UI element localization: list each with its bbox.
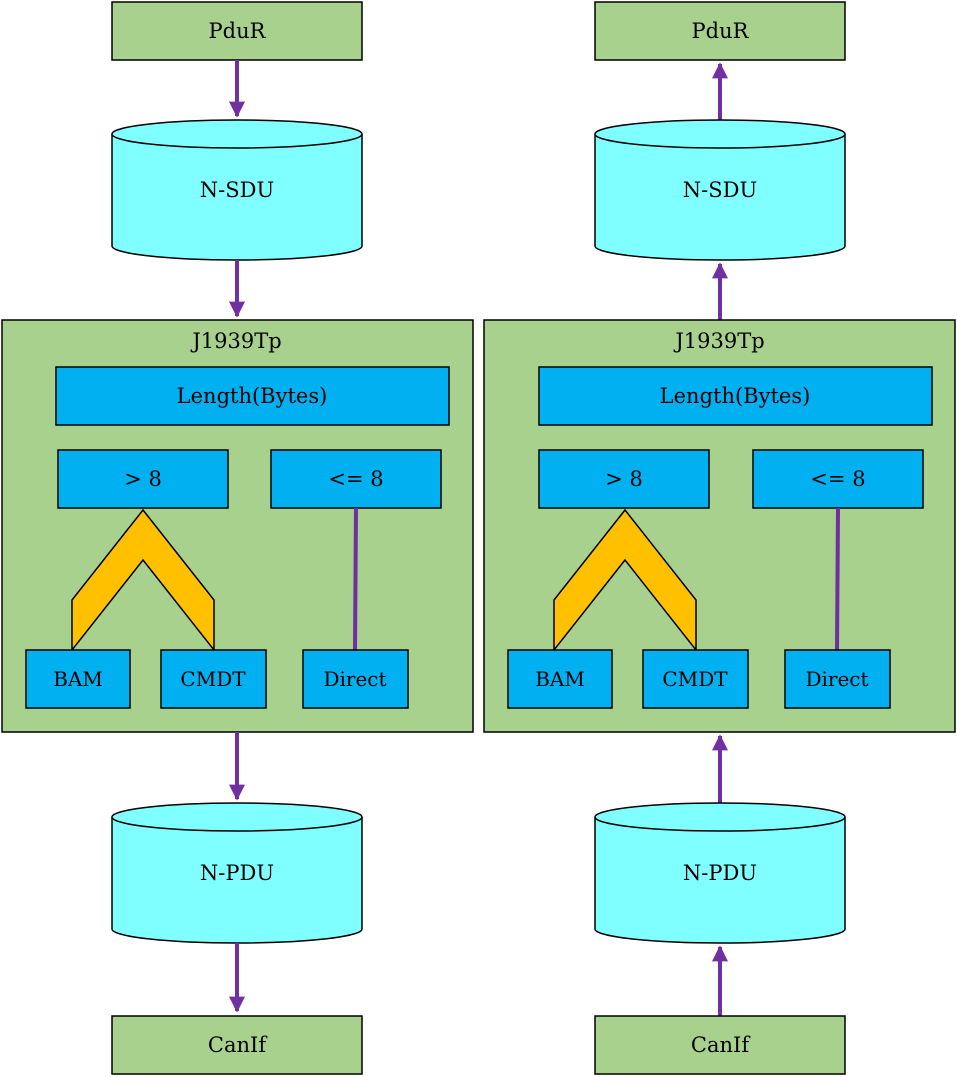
left-gt8-label: > 8 xyxy=(124,467,162,491)
right-panel: PduR N-SDU J1939Tp Length(Bytes) > 8 <= … xyxy=(483,1,956,1075)
left-pdur-label: PduR xyxy=(209,19,267,43)
right-canif-label: CanIf xyxy=(691,1033,751,1057)
left-canif-box: CanIf xyxy=(111,1015,363,1075)
right-direct-block xyxy=(784,649,891,709)
left-npdu-cylinder: N-PDU xyxy=(111,802,363,944)
left-length-label: Length(Bytes) xyxy=(177,384,328,408)
right-cmdt-label: CMDT xyxy=(662,667,728,691)
right-npdu-label: N-PDU xyxy=(683,861,757,885)
left-pdur-box: PduR xyxy=(111,1,363,61)
left-panel: PduR N-SDU J1939Tp Length(Bytes) > 8 <= … xyxy=(1,1,474,1075)
left-nsdu-label: N-SDU xyxy=(200,178,274,202)
left-direct-connector xyxy=(353,507,358,651)
right-pdur-label: PduR xyxy=(692,19,750,43)
right-nsdu-label: N-SDU xyxy=(683,178,757,202)
left-bam-block xyxy=(25,649,131,709)
left-canif-label: CanIf xyxy=(208,1033,268,1057)
left-j1939tp-container: J1939Tp Length(Bytes) > 8 <= 8 BAM CMDT … xyxy=(1,319,474,733)
left-npdu-label: N-PDU xyxy=(200,861,274,885)
left-nsdu-cylinder: N-SDU xyxy=(111,119,363,261)
right-npdu-cylinder: N-PDU xyxy=(594,802,846,944)
left-direct-label: Direct xyxy=(323,667,386,691)
right-gt8-label: > 8 xyxy=(605,467,643,491)
left-bam-label: BAM xyxy=(53,667,103,691)
left-cmdt-block xyxy=(160,649,267,709)
left-le8-label: <= 8 xyxy=(328,467,383,491)
right-j1939tp-title: J1939Tp xyxy=(673,329,764,353)
left-j1939tp-title: J1939Tp xyxy=(190,329,281,353)
right-nsdu-cylinder: N-SDU xyxy=(594,119,846,261)
right-bam-block xyxy=(507,649,613,709)
right-direct-connector xyxy=(835,507,840,651)
right-le8-label: <= 8 xyxy=(810,467,865,491)
right-direct-label: Direct xyxy=(805,667,868,691)
left-length-block xyxy=(55,366,450,426)
right-pdur-box: PduR xyxy=(594,1,846,61)
left-le8-block xyxy=(270,449,442,509)
right-canif-box: CanIf xyxy=(594,1015,846,1075)
right-cmdt-block xyxy=(642,649,749,709)
left-cmdt-label: CMDT xyxy=(180,667,246,691)
right-length-block xyxy=(538,366,933,426)
left-split-chevron xyxy=(71,508,215,653)
right-j1939tp-container: J1939Tp Length(Bytes) > 8 <= 8 BAM CMDT … xyxy=(483,319,956,733)
right-split-chevron xyxy=(553,508,697,653)
left-gt8-block xyxy=(57,449,229,509)
right-bam-label: BAM xyxy=(535,667,585,691)
right-length-label: Length(Bytes) xyxy=(660,384,811,408)
right-le8-block xyxy=(752,449,924,509)
left-direct-block xyxy=(302,649,409,709)
right-gt8-block xyxy=(538,449,710,509)
